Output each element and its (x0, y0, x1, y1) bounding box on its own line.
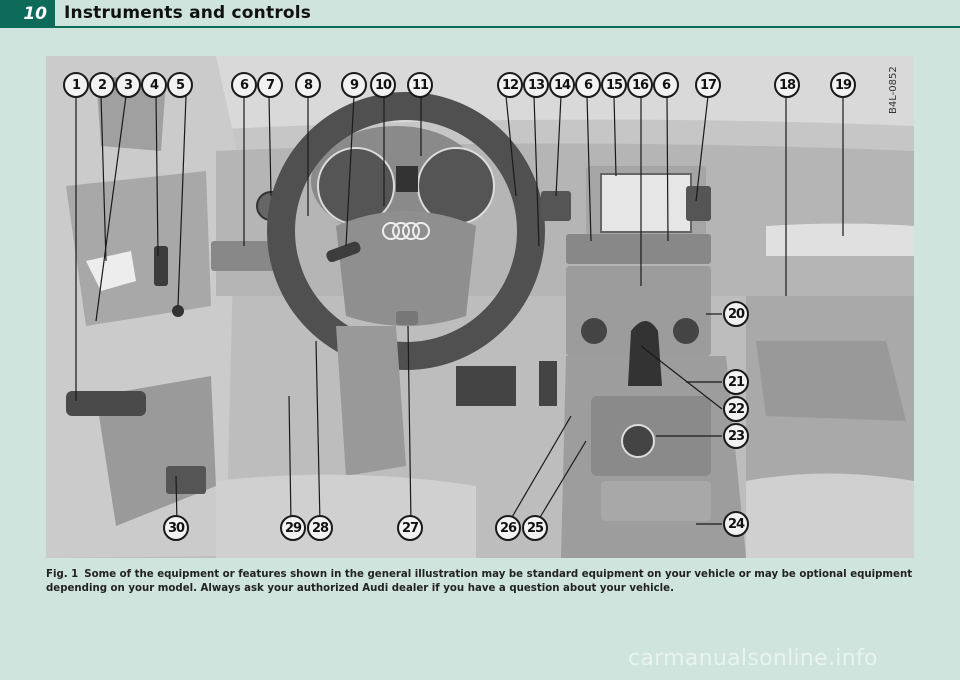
callout-30: 30 (163, 515, 189, 541)
figure-label: Fig. 1 (46, 569, 79, 580)
dashboard-drawing (46, 56, 914, 558)
steering-wheel (267, 92, 545, 370)
callout-6c: 6 (653, 72, 679, 98)
dashboard-illustration: 1 2 3 4 5 6 7 8 9 10 11 12 13 14 6 15 16… (46, 56, 914, 558)
callout-23: 23 (723, 423, 749, 449)
brake-pedal (456, 366, 516, 406)
callout-2: 2 (89, 72, 115, 98)
callout-26: 26 (495, 515, 521, 541)
callout-8: 8 (295, 72, 321, 98)
window-switches (66, 391, 146, 416)
mmi-control-knob (621, 424, 655, 458)
center-vents (566, 234, 711, 264)
page-title: Instruments and controls (64, 3, 312, 23)
callout-12: 12 (497, 72, 523, 98)
gear-selector (628, 321, 662, 386)
callout-7: 7 (257, 72, 283, 98)
page-header: 10 Instruments and controls (0, 0, 960, 30)
callout-1: 1 (63, 72, 89, 98)
speedometer (317, 147, 395, 225)
callout-11: 11 (407, 72, 433, 98)
page-number: 10 (0, 0, 55, 28)
callout-20: 20 (723, 301, 749, 327)
callout-16: 16 (627, 72, 653, 98)
callout-22: 22 (723, 396, 749, 422)
callout-27: 27 (397, 515, 423, 541)
figure-code: B4L-0852 (888, 66, 899, 114)
hazard-buttons (541, 191, 571, 221)
accelerator-pedal (539, 361, 557, 406)
door-handle (86, 251, 136, 291)
callout-9: 9 (341, 72, 367, 98)
callout-17: 17 (695, 72, 721, 98)
callout-29: 29 (280, 515, 306, 541)
caption-text: Some of the equipment or features shown … (46, 569, 913, 594)
leader-lines (75, 95, 844, 525)
callout-5: 5 (167, 72, 193, 98)
callout-25: 25 (522, 515, 548, 541)
door-switch (166, 466, 206, 494)
callout-19: 19 (830, 72, 856, 98)
tachometer (417, 147, 495, 225)
callout-6a: 6 (231, 72, 257, 98)
callout-24: 24 (723, 511, 749, 537)
callout-21: 21 (723, 369, 749, 395)
watermark: carmanualsonline.info (628, 646, 878, 671)
header-rule (55, 26, 960, 28)
callout-13: 13 (523, 72, 549, 98)
callout-18: 18 (774, 72, 800, 98)
callout-14: 14 (549, 72, 575, 98)
callout-6b: 6 (575, 72, 601, 98)
callout-10: 10 (370, 72, 396, 98)
callout-3: 3 (115, 72, 141, 98)
mmi-display (600, 173, 692, 233)
callout-28: 28 (307, 515, 333, 541)
callout-4: 4 (141, 72, 167, 98)
callout-15: 15 (601, 72, 627, 98)
audi-rings-logo (382, 222, 430, 240)
